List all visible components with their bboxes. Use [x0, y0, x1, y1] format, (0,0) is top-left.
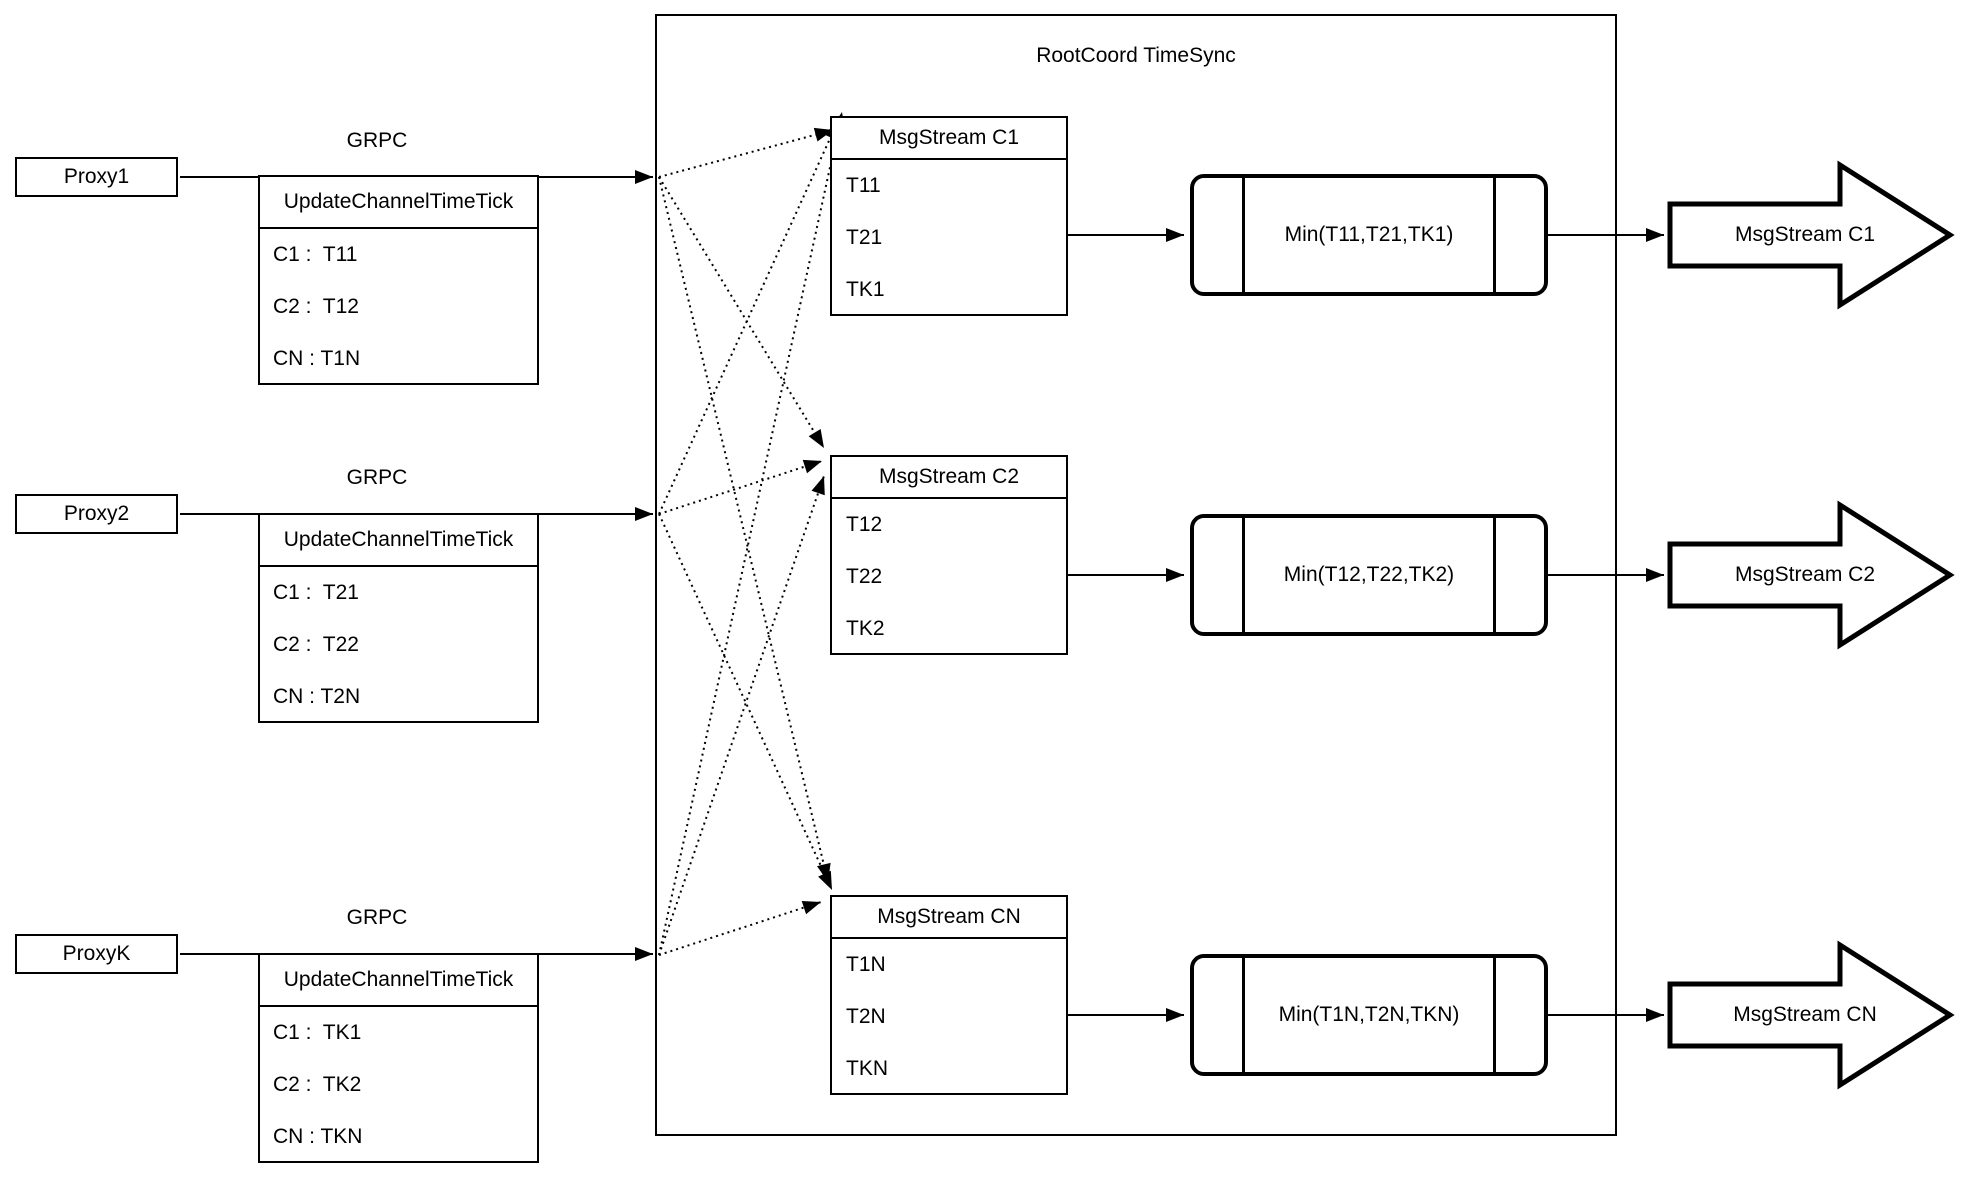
min-cn-left-divider	[1242, 958, 1245, 1072]
dotted-link-proxyk-c2	[658, 475, 825, 956]
min-c2-left-divider	[1242, 518, 1245, 632]
dotted-link-proxy2-c1	[658, 120, 839, 515]
grpc-label-proxy2: GRPC	[346, 466, 408, 489]
dotted-link-proxy2-c2	[658, 459, 823, 515]
proxyk-label: ProxyK	[62, 942, 131, 965]
msgstream-c1-table: MsgStream C1 T11 T21 TK1	[830, 116, 1068, 316]
msgstream-c2-output-arrow-shape	[1667, 500, 1955, 650]
proxy2-timetick-table: UpdateChannelTimeTick C1 : T21 C2 : T22 …	[258, 513, 539, 723]
proxy2-table-row: C1 : T21	[273, 581, 359, 604]
msgstream-cn-output-label: MsgStream CN	[1733, 1003, 1877, 1026]
msgstream-c1-table-header: MsgStream C1	[832, 118, 1066, 160]
msgstream-c2-row: TK2	[846, 617, 885, 640]
proxyk-table-row: CN : TKN	[273, 1125, 363, 1148]
proxyk-timetick-table: UpdateChannelTimeTick C1 : TK1 C2 : TK2 …	[258, 953, 539, 1163]
msgstream-c2-row: T22	[846, 565, 883, 588]
dotted-link-proxy1-c2	[658, 176, 825, 449]
msgstream-c2-table: MsgStream C2 T12 T22 TK2	[830, 455, 1068, 655]
min-cn-process-box: Min(T1N,T2N,TKN)	[1190, 954, 1548, 1076]
msgstream-c1-row: T21	[846, 226, 883, 249]
min-c2-process-box: Min(T12,T22,TK2)	[1190, 514, 1548, 636]
proxy1-table-row: C1 : T11	[273, 243, 358, 266]
dotted-link-proxy1-cn	[658, 176, 831, 883]
proxy2-table-row: C2 : T22	[273, 633, 359, 656]
msgstream-cn-table-header: MsgStream CN	[832, 897, 1066, 939]
min-c1-right-divider	[1493, 178, 1496, 292]
msgstream-cn-row: T1N	[846, 953, 886, 976]
msgstream-c1-row: T11	[846, 174, 881, 197]
proxy1-table-row: C2 : T12	[273, 295, 359, 318]
msgstream-c1-output-label: MsgStream C1	[1734, 223, 1876, 246]
msgstream-c2-table-header: MsgStream C2	[832, 457, 1066, 499]
min-c2-right-divider	[1493, 518, 1496, 632]
proxy2-table-row: CN : T2N	[273, 685, 361, 708]
msgstream-c2-row: T12	[846, 513, 883, 536]
dotted-link-proxyk-cn	[658, 900, 822, 956]
msgstream-cn-output-arrow-shape	[1667, 940, 1955, 1090]
grpc-label-proxyk: GRPC	[346, 906, 408, 929]
proxyk-table-row: C1 : TK1	[273, 1021, 362, 1044]
proxy2-table-header: UpdateChannelTimeTick	[260, 515, 537, 567]
min-cn-label: Min(T1N,T2N,TKN)	[1278, 1003, 1460, 1026]
min-c1-label: Min(T11,T21,TK1)	[1284, 223, 1454, 246]
rootcoord-title: RootCoord TimeSync	[1036, 44, 1236, 67]
msgstream-c2-output-label: MsgStream C2	[1734, 563, 1876, 586]
min-c1-process-box: Min(T11,T21,TK1)	[1190, 174, 1548, 296]
proxy1-box: Proxy1	[15, 157, 178, 197]
dotted-link-proxy1-c1	[658, 127, 834, 178]
dotted-link-proxyk-c1	[658, 111, 846, 956]
proxyk-box: ProxyK	[15, 934, 178, 974]
proxy1-label: Proxy1	[63, 165, 130, 188]
proxy1-table-header: UpdateChannelTimeTick	[260, 177, 537, 229]
min-cn-right-divider	[1493, 958, 1496, 1072]
msgstream-cn-row: T2N	[846, 1005, 886, 1028]
msgstream-cn-table: MsgStream CN T1N T2N TKN	[830, 895, 1068, 1095]
min-c2-label: Min(T12,T22,TK2)	[1283, 563, 1455, 586]
min-c1-left-divider	[1242, 178, 1245, 292]
msgstream-c1-output-arrow-shape	[1667, 160, 1955, 310]
grpc-label-proxy1: GRPC	[346, 129, 408, 152]
dotted-link-proxy2-cn	[658, 513, 833, 891]
proxy2-box: Proxy2	[15, 494, 178, 534]
proxyk-table-row: C2 : TK2	[273, 1073, 362, 1096]
proxy1-timetick-table: UpdateChannelTimeTick C1 : T11 C2 : T12 …	[258, 175, 539, 385]
msgstream-c1-row: TK1	[846, 278, 885, 301]
proxy2-label: Proxy2	[63, 502, 130, 525]
proxy1-table-row: CN : T1N	[273, 347, 361, 370]
proxyk-table-header: UpdateChannelTimeTick	[260, 955, 537, 1007]
msgstream-cn-row: TKN	[846, 1057, 888, 1080]
